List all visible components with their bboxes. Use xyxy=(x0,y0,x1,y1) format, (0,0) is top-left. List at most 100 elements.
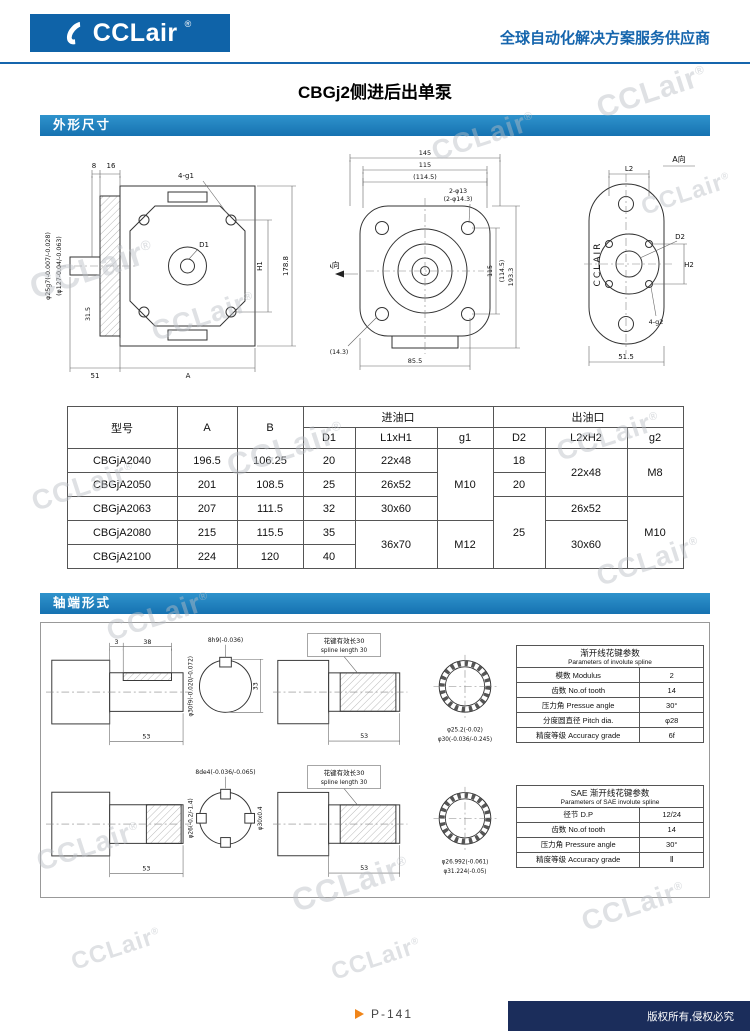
minor-dia-label: φ25.2(-0.02) xyxy=(447,727,483,733)
shaft-dia-label: φ26(-0.2/-1.4) xyxy=(189,798,195,838)
table-header-row: 型号 A B 进油口 出油口 xyxy=(66,406,684,449)
dim-85-5: 85.5 xyxy=(408,357,422,365)
brand-logo: CCLair ® xyxy=(30,14,230,52)
param-value: 14 xyxy=(639,821,704,838)
dim-38: 38 xyxy=(143,639,151,646)
cell-a: 201 xyxy=(176,472,238,497)
registered-mark: ® xyxy=(184,19,192,29)
dim-16: 16 xyxy=(107,162,116,170)
cell-model: CBGjA2040 xyxy=(66,448,178,473)
param-label: 径节 D.P xyxy=(515,806,641,823)
major-dia-label: φ31.224(-0.05) xyxy=(443,869,486,875)
cell-l2h2: 30x60 xyxy=(544,520,628,569)
dim-145: 145 xyxy=(419,149,431,157)
section-header-shaft: 轴端形式 xyxy=(40,593,710,614)
cell-model: CBGjA2063 xyxy=(66,496,178,521)
param-row: 分度圆直径 Pitch dia.φ28 xyxy=(515,712,704,728)
sae-shaft-drawing: 53 8de4(-0.036/-0.065) φ26(-0.2/-1.4) φ3… xyxy=(46,769,264,878)
cell-d2: 20 xyxy=(492,472,546,497)
cell-d1: 20 xyxy=(302,448,356,473)
spline-table-title-en: Parameters of involute spline xyxy=(568,659,652,666)
dim-53: 53 xyxy=(142,733,150,740)
holes-label-3: 2-13(14.3) xyxy=(330,349,348,356)
copyright-bar: 版权所有,侵权必究 xyxy=(508,1001,750,1031)
cell-d2: 25 xyxy=(492,496,546,569)
dim-l2: L2 xyxy=(625,165,633,173)
rear-dimension-lines xyxy=(588,165,695,366)
sae-spline-table: SAE 渐开线花键参数 Parameters of SAE involute s… xyxy=(515,784,704,868)
page-title: CBGj2侧进后出单泵 xyxy=(298,83,452,102)
dim-53: 53 xyxy=(360,865,368,872)
spline-length-label-cn: 花键有效长30 xyxy=(324,768,365,777)
cell-b: 111.5 xyxy=(236,496,304,521)
param-title-row: SAE 渐开线花键参数 Parameters of SAE involute s… xyxy=(516,784,704,808)
shaft-row-1: 3 38 53 8h9(-0.036) 33 φ30f9(-0.020/-0.0… xyxy=(46,631,704,757)
col-a: A xyxy=(176,406,238,449)
spline-shaft-drawing: 花键有效长30 spline length 30 53 xyxy=(273,633,408,745)
col-d2: D2 xyxy=(492,427,546,449)
dim-31-5: 31.5 xyxy=(85,307,92,321)
section-header-dimensions: 外形尺寸 xyxy=(40,115,710,136)
logo-text: CCLair xyxy=(92,18,178,47)
cell-l1h1: 36x70 xyxy=(354,520,438,569)
cell-b: 106.25 xyxy=(236,448,304,473)
spline-shaft-drawing: 花键有效长30 spline length 30 53 xyxy=(273,765,408,877)
bolt-holes-label: 4-g1 xyxy=(178,172,194,180)
page-number: P-141 xyxy=(355,1007,413,1021)
col-g2: g2 xyxy=(626,427,684,449)
cell-b: 108.5 xyxy=(236,472,304,497)
cell-a: 224 xyxy=(176,544,238,569)
major-dia-label: φ30(-0.036/-0.245) xyxy=(438,737,492,743)
col-l2h2: L2xH2 xyxy=(544,427,628,449)
cell-l1h1: 30x60 xyxy=(354,496,438,521)
param-label: 压力角 Pressue angle xyxy=(515,697,641,713)
dim-193-3: 193.3 xyxy=(507,268,515,287)
holes-label-1: 2-φ13 xyxy=(449,188,467,195)
param-value: 30° xyxy=(639,697,704,713)
spline-length-label-en: spline length 30 xyxy=(321,780,368,786)
arrow-icon xyxy=(355,1009,364,1019)
param-label: 模数 Modulus xyxy=(515,667,641,683)
front-view-drawing: 145 115 (114.5) 2-φ13 (2-φ14.3) 115 (114… xyxy=(330,149,520,370)
cell-d1: 32 xyxy=(302,496,356,521)
cell-d2: 18 xyxy=(492,448,546,473)
side-view-drawing: 8 16 4-g1 D1 H1 178.8 51 A φ25g7(-0.007/… xyxy=(45,162,296,380)
table-row: CBGjA2080 215 115.5 35 36x70 M12 30x60 xyxy=(66,520,683,569)
cell-g1: M12 xyxy=(436,520,494,569)
col-l1h1: L1xH1 xyxy=(354,427,438,449)
dim-114-5-top: (114.5) xyxy=(413,173,437,181)
cell-d1: 40 xyxy=(302,544,356,569)
shaft-end-section: 3 38 53 8h9(-0.036) 33 φ30f9(-0.020/-0.0… xyxy=(40,622,710,898)
shaft-row-2: 53 8de4(-0.036/-0.065) φ26(-0.2/-1.4) φ3… xyxy=(46,763,704,889)
spline-table-title-cn: SAE 渐开线花键参数 xyxy=(570,787,650,798)
pump-body-outline xyxy=(69,185,256,347)
param-value: 14 xyxy=(639,682,704,698)
param-value: 30° xyxy=(639,836,704,853)
param-label: 分度圆直径 Pitch dia. xyxy=(515,712,641,728)
cell-a: 207 xyxy=(176,496,238,521)
param-value: 2 xyxy=(639,667,704,683)
param-label: 齿数 No.of tooth xyxy=(515,682,641,698)
dim-51: 51 xyxy=(91,372,100,380)
cell-g1: M10 xyxy=(436,448,494,521)
cell-model: CBGjA2050 xyxy=(66,472,178,497)
dim-8: 8 xyxy=(92,162,96,170)
col-b: B xyxy=(236,406,304,449)
spline-length-label-cn: 花键有效长30 xyxy=(324,636,365,645)
col-g1: g1 xyxy=(436,427,494,449)
param-label: 齿数 No.of tooth xyxy=(515,821,641,838)
cell-l1h1: 26x52 xyxy=(354,472,438,497)
sae-spline-section: φ26.992(-0.061) φ31.224(-0.05) xyxy=(433,786,497,875)
dim-d2: D2 xyxy=(675,233,685,241)
dim-53: 53 xyxy=(360,733,368,740)
view-a-label: A向 xyxy=(330,260,340,270)
dim-115-right: 115 xyxy=(487,265,494,277)
cell-model: CBGjA2100 xyxy=(66,544,178,569)
dim-178-8: 178.8 xyxy=(282,256,290,276)
dim-a: A xyxy=(186,372,191,380)
col-d1: D1 xyxy=(302,427,356,449)
side-dimension-lines xyxy=(69,170,296,372)
cell-l2h2: 26x52 xyxy=(544,496,628,521)
front-dimension-lines xyxy=(339,154,520,370)
